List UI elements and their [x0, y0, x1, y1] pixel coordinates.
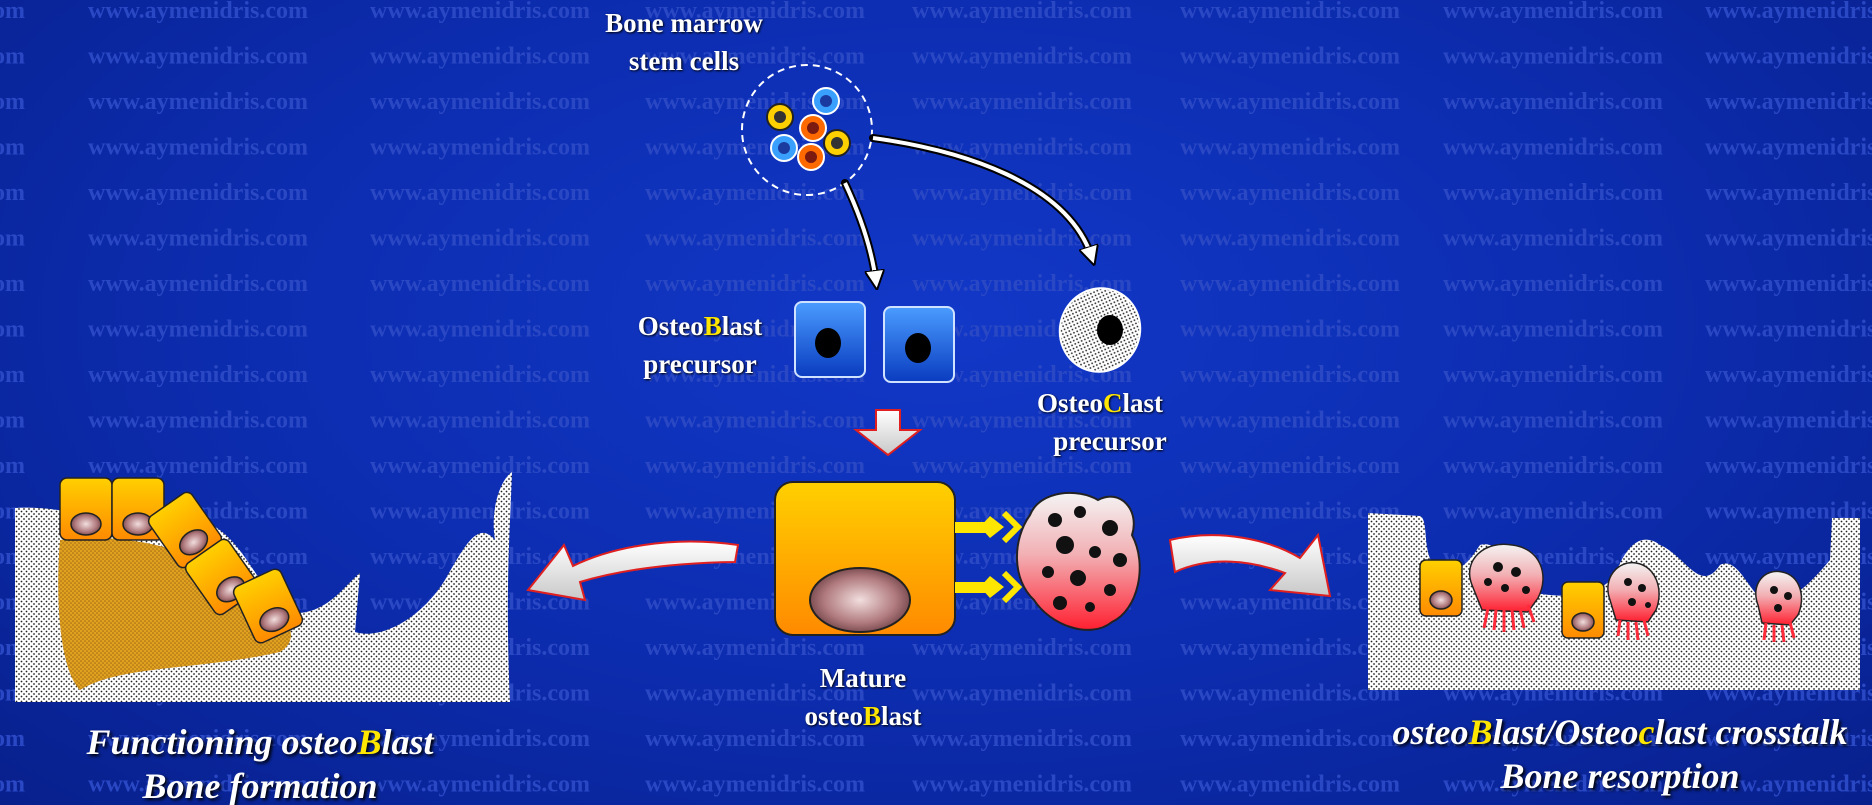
osteoblast-cell — [59, 477, 113, 541]
stem-cell — [766, 103, 794, 131]
stem-cell — [823, 129, 851, 157]
caption-left-line2: Bone formation — [142, 766, 378, 805]
mature-osteoblast-label: Mature osteoBlast — [773, 659, 953, 735]
osteoclast-precursor-cell — [1058, 287, 1142, 373]
stem-cells-label-line1: Bone marrow — [605, 8, 763, 38]
osteoclast-cell — [1607, 562, 1660, 641]
oc-precursor-text-end: last — [1122, 388, 1163, 418]
stem-cell — [770, 134, 798, 162]
caption-right-line2: Bone resorption — [1500, 756, 1740, 796]
arrow-to-bone-resorption — [1168, 532, 1332, 598]
ob-precursor-text: Osteo — [637, 311, 704, 341]
caption-left-text-end: last — [381, 722, 434, 762]
mature-ob-highlight: B — [862, 701, 881, 731]
osteoblast-cell — [232, 568, 304, 644]
caption-left-text: Functioning osteo — [86, 722, 358, 762]
stem-cells-label-line2: stem cells — [628, 46, 740, 76]
ob-precursor-highlight: B — [703, 311, 722, 341]
osteoclast-cell — [1015, 491, 1141, 631]
ob-precursor-text-end: last — [721, 311, 763, 341]
receptor-connector — [955, 570, 1023, 604]
osteoblast-cell — [1419, 559, 1463, 617]
oc-precursor-highlight: C — [1102, 388, 1123, 418]
oc-precursor-text: Osteo — [1037, 388, 1103, 418]
stem-cell — [799, 114, 827, 142]
osteoclast-precursor-label: OsteoClast precursor — [1010, 384, 1190, 460]
caption-right-text-mid: last/Osteo — [1492, 712, 1639, 752]
receptor-connector — [955, 510, 1023, 544]
stem-cell — [797, 143, 825, 171]
mature-ob-text: osteo — [804, 701, 863, 731]
arrow-to-osteoclast-precursor — [869, 134, 1096, 262]
bone-resorption-caption: osteoBlast/Osteoclast crosstalk Bone res… — [1370, 710, 1870, 798]
ob-precursor-line2: precursor — [643, 349, 757, 379]
osteoblast-precursor-cell — [883, 306, 955, 383]
caption-right-highlight-c: c — [1638, 712, 1655, 752]
differentiation-arrow — [853, 409, 923, 457]
stem-cell-cluster — [741, 64, 873, 196]
osteoclast-cell — [1468, 543, 1544, 632]
mature-ob-line1: Mature — [819, 663, 907, 693]
caption-right-highlight-b: B — [1468, 712, 1493, 752]
bone-formation-scene — [15, 472, 512, 702]
osteoclast-cell — [1755, 570, 1803, 643]
stem-cell — [812, 87, 840, 115]
caption-left-highlight: B — [357, 722, 382, 762]
bone-resorption-scene — [1368, 513, 1860, 690]
mature-ob-text-end: last — [881, 701, 922, 731]
caption-right-text: osteo — [1392, 712, 1469, 752]
mature-osteoblast-cell — [774, 481, 956, 636]
osteoblast-precursor-label: OsteoBlast precursor — [610, 307, 790, 383]
osteoblast-cell — [1561, 581, 1605, 639]
stem-cells-label: Bone marrow stem cells — [584, 4, 784, 80]
oc-precursor-line2: precursor — [1053, 426, 1167, 456]
bone-formation-caption: Functioning osteoBlast Bone formation — [40, 720, 480, 805]
osteoblast-precursor-cell — [794, 301, 866, 378]
caption-right-text-end: last crosstalk — [1654, 712, 1848, 752]
arrow-to-bone-formation — [526, 540, 740, 602]
